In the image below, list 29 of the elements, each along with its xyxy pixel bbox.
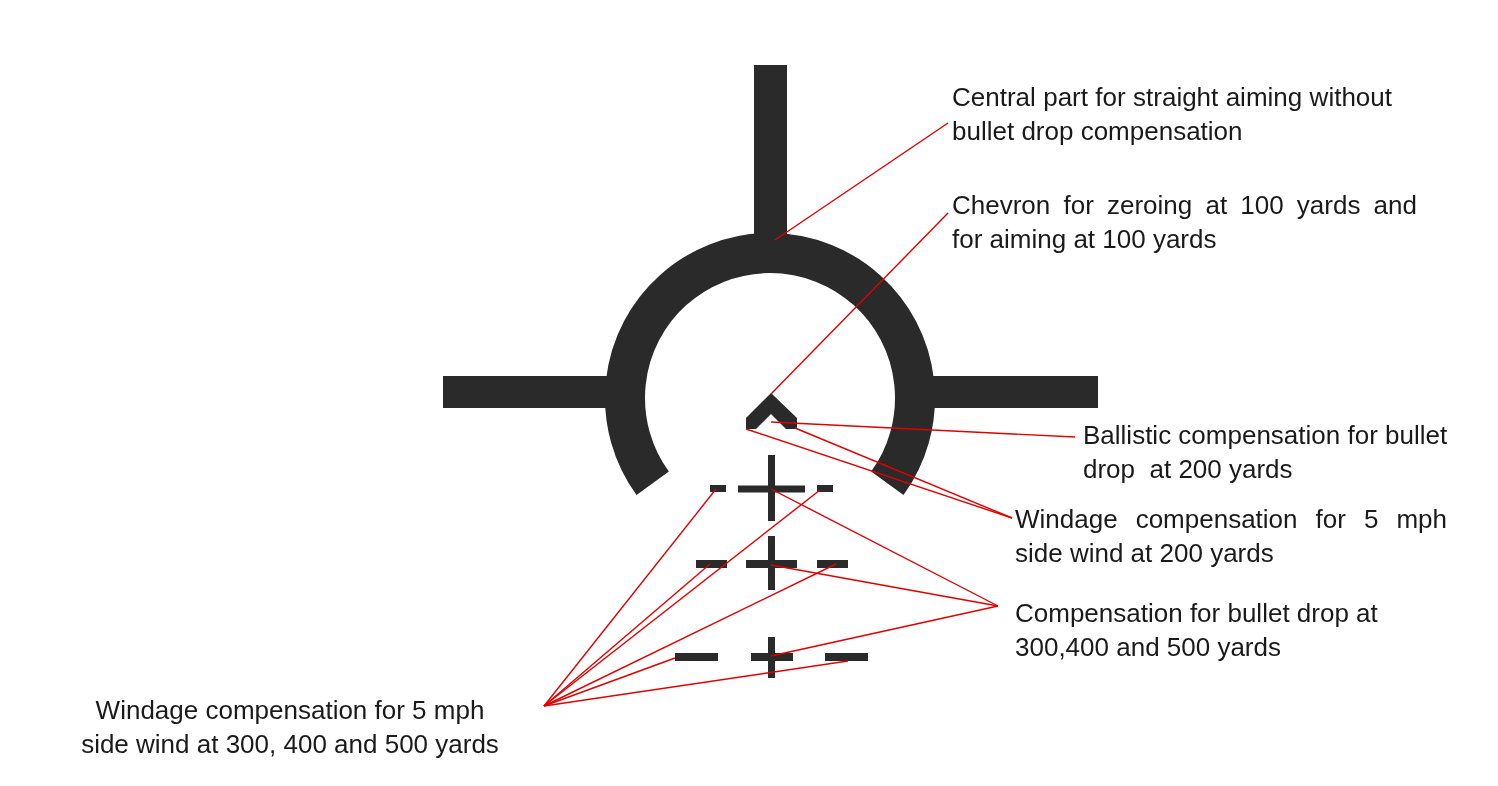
- leader-line: [543, 563, 711, 707]
- leader-line: [543, 657, 676, 707]
- leader-line: [774, 122, 949, 241]
- reticle-post: [933, 376, 1098, 408]
- leader-line: [543, 563, 837, 707]
- leader-line: [543, 488, 717, 707]
- callout-text: Windage compensation for 5 mph side wind at 200 yards: [1015, 503, 1447, 570]
- callout-text: Compensation for bullet drop at 300,400 and 500 yards: [1015, 597, 1379, 664]
- windage-bar: [675, 653, 718, 661]
- callout-text: Ballistic compensation for bullet drop at 200 yards: [1083, 419, 1449, 486]
- callout-text: Windage compensation for 5 mph side wind at 300, 400 and 500 yards: [80, 694, 500, 761]
- callout-text: Chevron for zeroing at 100 yards and for aiming at 100 yards: [952, 189, 1417, 256]
- leader-line: [770, 488, 999, 607]
- windage-bar: [817, 560, 848, 568]
- leader-line: [770, 421, 1076, 438]
- cross-mark: [746, 536, 797, 590]
- leader-line: [543, 660, 849, 707]
- callout-text: Central part for straight aiming without bullet drop compensation: [952, 81, 1392, 148]
- leader-line: [770, 212, 949, 395]
- reticle-post: [443, 376, 607, 408]
- cross-mark: [738, 455, 805, 521]
- leader-line: [770, 605, 999, 657]
- leader-line: [794, 427, 1013, 519]
- windage-bar: [825, 653, 868, 661]
- reticle-post: [754, 65, 787, 235]
- cross-mark: [751, 637, 793, 678]
- windage-bar: [696, 560, 727, 568]
- leader-line: [770, 564, 999, 607]
- reticle-ring: [605, 233, 935, 494]
